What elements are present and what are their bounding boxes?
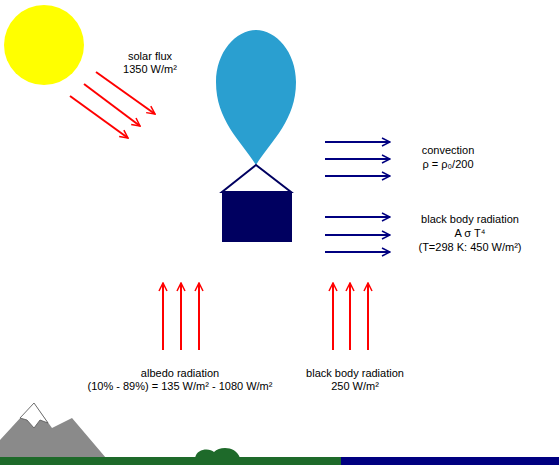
annotation-label: convection	[422, 144, 475, 157]
outgoing-arrows	[325, 142, 390, 252]
gondola	[222, 192, 292, 242]
balloon	[216, 30, 296, 165]
annotation-label: A σ T⁴	[454, 227, 485, 240]
land-strip	[0, 457, 341, 465]
hill	[195, 448, 240, 458]
solar-arrows	[70, 72, 155, 138]
annotation-label: 250 W/m²	[331, 380, 379, 393]
mountains	[0, 403, 106, 458]
sun	[4, 5, 84, 85]
upward-arrows	[163, 283, 368, 350]
annotation-label: ρ = ρ₀/200	[422, 158, 473, 171]
annotation-label: (10% - 89%) = 135 W/m² - 1080 W/m²	[88, 380, 273, 393]
annotation-label: 1350 W/m²	[123, 63, 177, 76]
snow-cap	[20, 403, 48, 428]
sea-strip	[341, 457, 559, 465]
rigging	[222, 165, 291, 192]
annotation-label: albedo radiation	[141, 367, 219, 380]
annotation-label: solar flux	[128, 50, 172, 63]
annotation-label: black body radiation	[306, 367, 404, 380]
annotation-label: black body radiation	[421, 213, 519, 226]
annotation-label: (T=298 K: 450 W/m²)	[418, 241, 521, 254]
